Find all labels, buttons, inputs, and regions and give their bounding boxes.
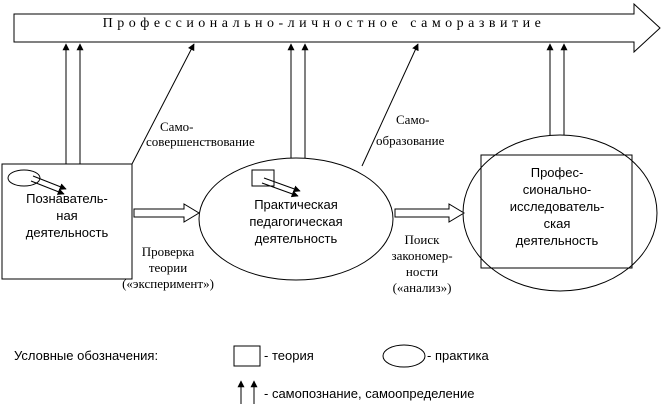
cognitive-inner-arrow-2 bbox=[30, 180, 65, 195]
legend-theory-box-icon bbox=[233, 345, 261, 367]
legend-self-arrows-icon bbox=[237, 380, 258, 404]
self-improvement-arrow bbox=[131, 43, 195, 165]
self-education-label: Само- образование bbox=[376, 112, 445, 148]
practical-activity-ellipse bbox=[198, 157, 394, 281]
self-arrows-cognitive bbox=[62, 43, 84, 164]
banner-arrow bbox=[13, 2, 661, 54]
legend-practice-ellipse-icon bbox=[382, 344, 426, 368]
legend-practice-text: - практика bbox=[427, 348, 489, 363]
practical-inner-arrow-1 bbox=[263, 177, 301, 193]
self-improvement-label: Само- совершенствование bbox=[146, 119, 255, 149]
self-arrows-practical bbox=[287, 43, 309, 158]
cognitive-practice-marker bbox=[7, 169, 41, 187]
practical-inner-arrow-2 bbox=[261, 182, 299, 198]
cognitive-inner-arrow-1 bbox=[32, 175, 67, 190]
research-activity-box bbox=[480, 154, 633, 269]
legend-theory-text: - теория bbox=[264, 348, 314, 363]
practical-theory-marker bbox=[251, 169, 275, 187]
self-arrows-research bbox=[546, 43, 568, 135]
pattern-search-label: Поиск закономер- ности («анализ») bbox=[391, 232, 453, 295]
theory-check-label: Проверка теории («эксперимент») bbox=[122, 244, 214, 291]
pattern-search-block-arrow bbox=[394, 203, 465, 223]
legend-title: Условные обозначения: bbox=[14, 348, 159, 363]
self-education-arrow bbox=[361, 43, 419, 167]
practical-activity-label: Практическая педагогическая деятельность bbox=[249, 197, 343, 246]
cognitive-activity-label: Познаватель- ная деятельность bbox=[25, 191, 109, 240]
legend-self-text: - самопознание, самоопределение bbox=[264, 386, 475, 401]
banner-title: Профессионально-личностное саморазвитие bbox=[102, 16, 546, 31]
theory-check-block-arrow bbox=[133, 203, 200, 223]
research-activity-label: Профес- сионально- исследователь- ская д… bbox=[509, 165, 605, 248]
